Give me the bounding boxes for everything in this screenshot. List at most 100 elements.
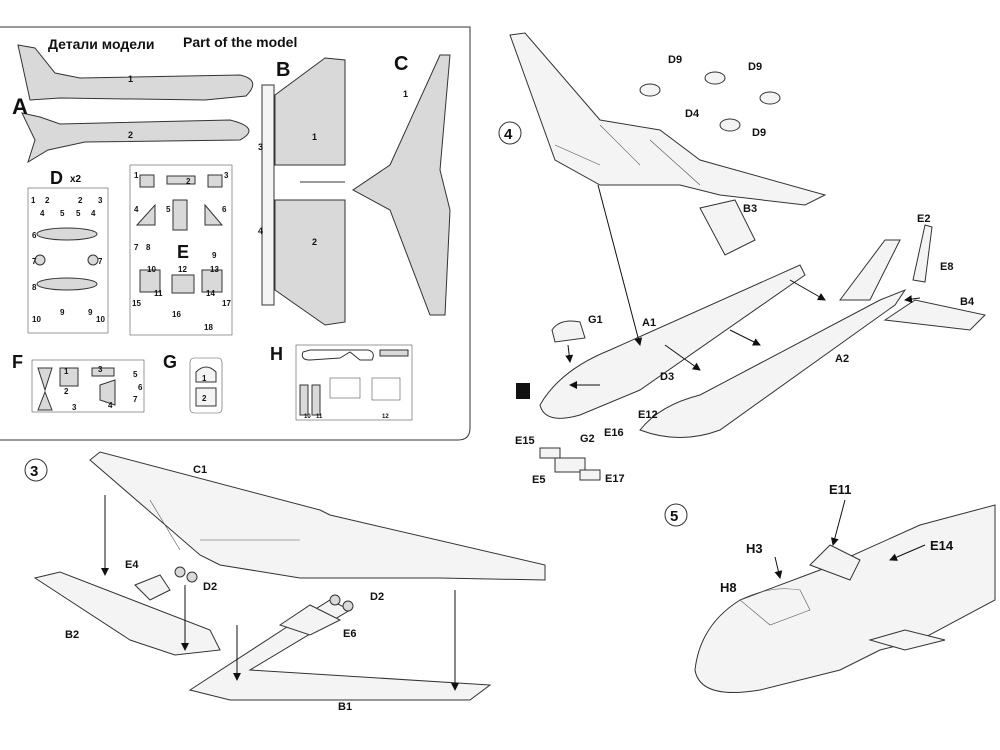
part-d9b: 9: [88, 308, 93, 317]
callout-e8: E8: [940, 261, 953, 273]
part-d-qty: x2: [70, 174, 82, 185]
part-d7b: 7: [98, 257, 103, 266]
step-5-marker: [664, 503, 688, 527]
step3-part-d2-c: [329, 594, 341, 606]
part-d4b: 4: [91, 209, 96, 218]
callout-e4: E4: [125, 559, 139, 571]
step-4-marker: [498, 121, 522, 145]
part-b4-number: 4: [258, 226, 263, 236]
step5-intake: [868, 629, 946, 651]
part-h12: 12: [382, 414, 389, 420]
callout-e17: E17: [605, 473, 625, 485]
part-d5b: 5: [76, 209, 81, 218]
part-d9a: 9: [60, 308, 65, 317]
step5-cockpit-parts: [809, 544, 861, 581]
part-d2b: 2: [78, 196, 83, 205]
part-c-wing: [352, 54, 451, 316]
part-h11: 11: [316, 414, 323, 420]
callout-a1: A1: [642, 317, 656, 329]
part-d1: 1: [31, 196, 36, 205]
part-e18: 18: [204, 323, 213, 332]
part-d4a: 4: [40, 209, 45, 218]
callout-e5: E5: [532, 474, 545, 486]
part-g2: 2: [202, 394, 207, 403]
part-e7: 7: [134, 243, 139, 252]
parts-title-ru: Детали модели: [48, 36, 155, 52]
part-d-sprue: [27, 187, 109, 334]
step-5-number: 5: [670, 508, 678, 525]
part-f6: 6: [138, 383, 143, 392]
callout-e2: E2: [917, 213, 930, 225]
part-h10: 10: [304, 414, 311, 420]
part-c1-number: 1: [403, 89, 408, 99]
part-d5a: 5: [60, 209, 65, 218]
step-3-marker: [24, 458, 48, 482]
parts-panel-border: [0, 26, 471, 441]
step4-fin: [839, 239, 901, 301]
part-f4: 4: [108, 401, 113, 410]
part-c-letter: C: [394, 53, 408, 75]
part-b-wing-sprue: [261, 57, 346, 326]
callout-g2: G2: [580, 433, 595, 445]
step-4-number: 4: [504, 126, 513, 143]
part-a-fuselage-halves: [17, 44, 254, 164]
callout-d4: D4: [685, 108, 700, 120]
step3-part-e6: [278, 604, 342, 636]
callout-e14: E14: [930, 538, 954, 553]
step3-part-b2: [33, 571, 221, 656]
part-g-letter: G: [163, 352, 177, 372]
step3-part-d2-a: [174, 566, 186, 578]
callout-d9-c: D9: [752, 127, 766, 139]
part-f2: 2: [64, 387, 69, 396]
part-e15: 15: [132, 299, 141, 308]
step4-part-g1: [551, 320, 586, 343]
part-h-photoetch-fret: [295, 344, 413, 421]
step4-small-parts: [539, 71, 781, 481]
part-b3-number: 3: [258, 142, 263, 152]
callout-d2-a: D2: [203, 581, 217, 593]
part-e13: 13: [210, 265, 219, 274]
part-d-letter: D: [50, 168, 63, 188]
part-e8: 8: [146, 243, 151, 252]
part-d8: 8: [32, 283, 37, 292]
part-d10a: 10: [32, 315, 41, 324]
part-e2: 2: [186, 177, 191, 186]
callout-g1: G1: [588, 314, 603, 326]
part-e5: 5: [166, 205, 171, 214]
callout-c1: C1: [193, 464, 207, 476]
part-f-letter: F: [12, 352, 23, 372]
part-a2-number: 2: [128, 130, 133, 140]
part-g1: 1: [202, 374, 207, 383]
step4-part-b4: [883, 299, 987, 331]
callout-b4: B4: [960, 296, 975, 308]
part-a-letter: A: [12, 94, 28, 119]
step5-nose-fuselage: [694, 504, 996, 693]
part-b1-number: 1: [312, 132, 317, 142]
part-f5: 5: [133, 370, 138, 379]
part-f-sprue: [31, 359, 145, 413]
step3-part-b1: [188, 599, 492, 701]
part-e3: 3: [224, 171, 229, 180]
callout-d2-b: D2: [370, 591, 384, 603]
step-3-number: 3: [30, 463, 38, 480]
part-e1: 1: [134, 171, 139, 180]
part-e6: 6: [222, 205, 227, 214]
part-b-letter: B: [276, 59, 290, 81]
callout-e12: E12: [638, 409, 658, 421]
callout-b1: B1: [338, 701, 352, 713]
part-e16: 16: [172, 310, 181, 319]
part-d2a: 2: [45, 196, 50, 205]
part-f7: 7: [133, 395, 138, 404]
step3-upper-wing-c1: [89, 451, 546, 581]
part-e17: 17: [222, 299, 231, 308]
weight-icon: [516, 383, 530, 399]
step4-fuselage-a1: [539, 264, 806, 419]
part-b2-number: 2: [312, 237, 317, 247]
callout-b3: B3: [743, 203, 757, 215]
part-h-letter: H: [270, 344, 283, 364]
part-d10b: 10: [96, 315, 105, 324]
callout-b2: B2: [65, 629, 79, 641]
part-e12: 12: [178, 265, 187, 274]
part-e10: 10: [147, 265, 156, 274]
part-d6: 6: [32, 231, 37, 240]
